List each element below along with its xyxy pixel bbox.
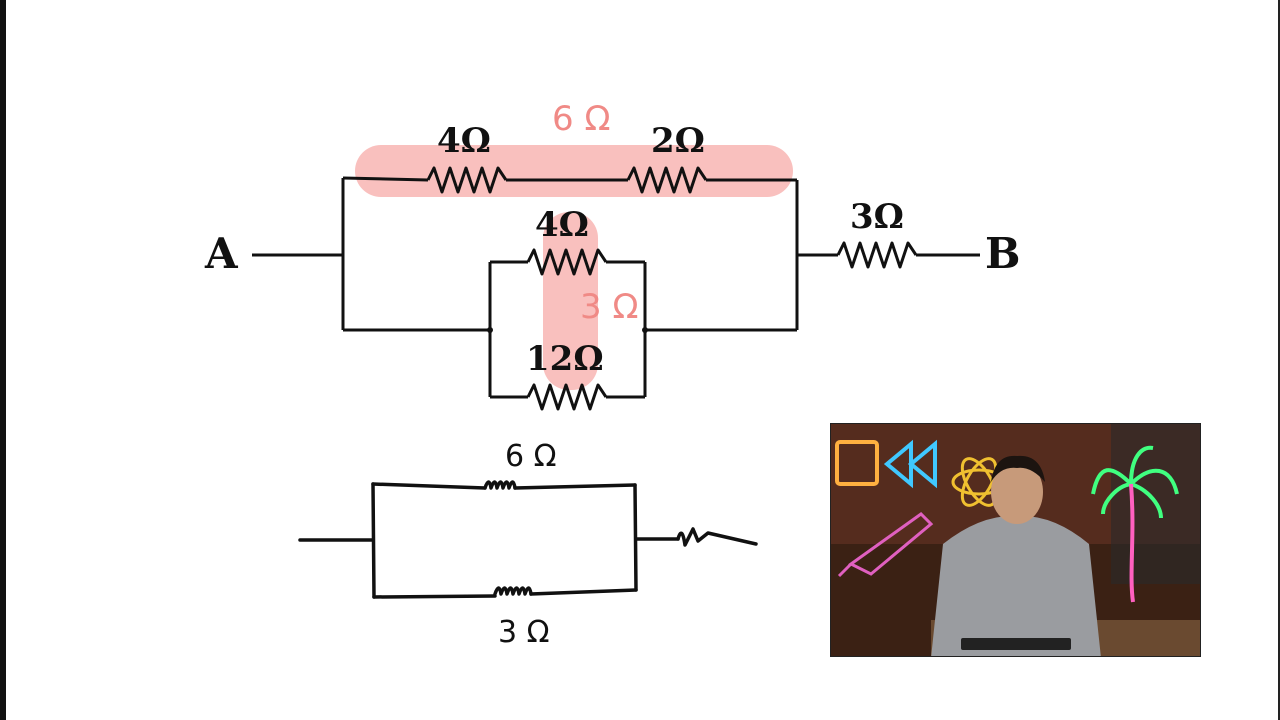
label-top-left-resistor: 4Ω xyxy=(437,121,491,161)
right-window-edge xyxy=(1278,0,1280,720)
resistor-top-right xyxy=(626,166,708,194)
webcam-scene xyxy=(831,424,1200,656)
rocket-neon-icon xyxy=(837,512,934,578)
highlight-top-branch xyxy=(355,145,793,197)
simplified-resistor-series xyxy=(676,527,758,547)
simplified-resistor-top xyxy=(483,480,517,490)
junction-right xyxy=(642,327,648,333)
label-middle-top-resistor: 4Ω xyxy=(535,205,589,245)
label-series-resistor: 3Ω xyxy=(850,197,904,237)
resistor-middle-top xyxy=(526,248,608,276)
terminal-b-label: B xyxy=(985,229,1021,278)
label-top-right-resistor: 2Ω xyxy=(651,121,705,161)
printed-circuit xyxy=(252,166,980,411)
terminal-a-label: A xyxy=(204,229,239,278)
resistor-middle-bottom xyxy=(526,383,608,411)
simplified-resistor-bottom xyxy=(493,586,533,596)
resistor-series xyxy=(836,241,918,269)
label-middle-bottom-resistor: 12Ω xyxy=(526,339,604,379)
presenter-webcam xyxy=(830,423,1201,657)
left-window-edge xyxy=(0,0,6,720)
junction-left xyxy=(487,327,493,333)
annotation-top-combined: 6 Ω xyxy=(552,99,610,139)
annotation-middle-combined: 3 Ω xyxy=(580,287,638,327)
resistor-top-left xyxy=(426,166,508,194)
simplified-bottom-label: 3 Ω xyxy=(498,615,550,650)
presenter-figure xyxy=(931,455,1200,656)
rewind-neon-icon xyxy=(835,439,937,489)
palm-tree-neon-icon xyxy=(1091,445,1179,603)
simplified-circuit xyxy=(298,480,758,599)
simplified-top-label: 6 Ω xyxy=(505,439,557,474)
